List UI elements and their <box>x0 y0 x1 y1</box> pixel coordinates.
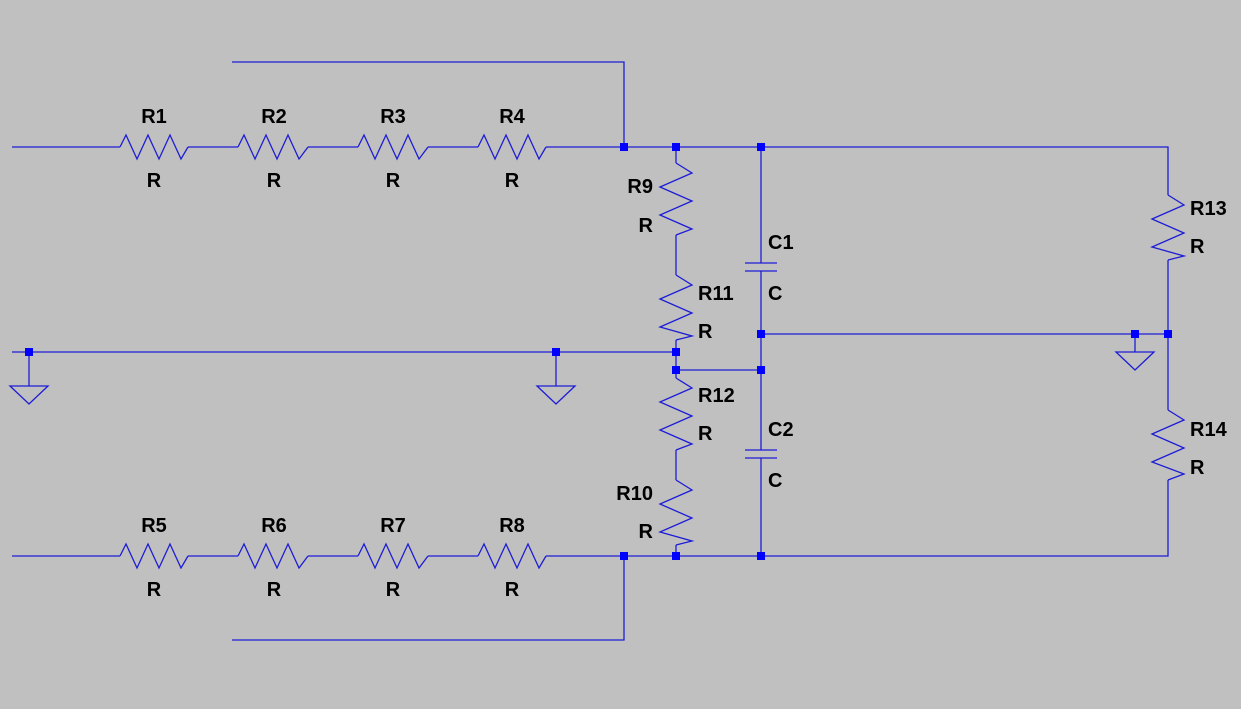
wire-top-feedback <box>232 61 625 147</box>
capacitor-c2 <box>745 449 777 459</box>
label-r13-value: R <box>1190 236 1205 258</box>
junction-dot <box>757 330 765 338</box>
label-r12-name: R12 <box>698 385 735 407</box>
resistor-r11 <box>658 274 695 341</box>
capacitors <box>745 262 777 459</box>
labels: R1 R R2 R R3 R R4 R R5 R R6 R R7 R R8 R … <box>141 106 1227 601</box>
label-r3-value: R <box>386 170 401 192</box>
junction-dot <box>1164 330 1172 338</box>
label-r14-value: R <box>1190 457 1205 479</box>
label-r4-name: R4 <box>499 106 525 128</box>
label-c1-value: C <box>768 283 782 305</box>
label-c1-name: C1 <box>768 232 794 254</box>
grounds <box>8 334 1156 405</box>
label-r7-name: R7 <box>380 515 406 537</box>
junction-dot <box>620 143 628 151</box>
label-r8-value: R <box>505 579 520 601</box>
junction-dot <box>25 348 33 356</box>
label-r5-value: R <box>147 579 162 601</box>
wire-bottom-feedback <box>232 556 625 641</box>
capacitor-c1 <box>745 262 777 272</box>
junction-dot <box>757 552 765 560</box>
label-r7-value: R <box>386 579 401 601</box>
resistor-r9 <box>658 162 694 236</box>
resistor-r5 <box>119 542 189 570</box>
junction-dot <box>672 366 680 374</box>
label-r8-name: R8 <box>499 515 525 537</box>
junction-dot <box>672 143 680 151</box>
label-r3-name: R3 <box>380 106 406 128</box>
resistor-r12 <box>658 377 694 451</box>
ground-icon <box>535 352 577 405</box>
junction-dot <box>672 348 680 356</box>
resistor-r13 <box>1150 194 1187 261</box>
label-r10-value: R <box>639 521 654 543</box>
resistor-r7 <box>357 542 429 570</box>
label-r10-name: R10 <box>616 483 653 505</box>
label-r9-name: R9 <box>627 176 653 198</box>
resistor-r3 <box>357 133 429 161</box>
label-r1-value: R <box>147 170 162 192</box>
wire-bottom-bus <box>546 480 1169 557</box>
label-r11-name: R11 <box>698 283 734 305</box>
resistor-r8 <box>477 542 547 570</box>
label-r5-name: R5 <box>141 515 167 537</box>
label-r4-value: R <box>505 170 520 192</box>
wire-top-bus <box>546 146 1169 195</box>
ground-icon <box>1114 334 1156 371</box>
label-r1-name: R1 <box>141 106 167 128</box>
resistor-r1 <box>119 133 189 161</box>
label-r2-name: R2 <box>261 106 287 128</box>
label-r2-value: R <box>267 170 282 192</box>
resistor-r14 <box>1150 409 1186 481</box>
junction-dot <box>620 552 628 560</box>
junction-dot <box>757 143 765 151</box>
label-r9-value: R <box>639 215 654 237</box>
ground-icon <box>8 352 50 405</box>
label-r11-value: R <box>698 321 713 343</box>
resistor-r6 <box>237 542 309 570</box>
junction-dot <box>1131 330 1139 338</box>
junctions <box>25 143 1172 560</box>
junction-dot <box>552 348 560 356</box>
resistor-r4 <box>477 133 547 161</box>
wires <box>12 61 1169 641</box>
label-c2-value: C <box>768 470 782 492</box>
label-r12-value: R <box>698 423 713 445</box>
label-r6-name: R6 <box>261 515 287 537</box>
junction-dot <box>757 366 765 374</box>
label-r6-value: R <box>267 579 282 601</box>
label-c2-name: C2 <box>768 419 794 441</box>
label-r13-name: R13 <box>1190 198 1227 220</box>
junction-dot <box>672 552 680 560</box>
resistor-r10 <box>658 479 695 546</box>
resistors <box>119 133 1187 570</box>
resistor-r2 <box>237 133 309 161</box>
label-r14-name: R14 <box>1190 419 1228 441</box>
